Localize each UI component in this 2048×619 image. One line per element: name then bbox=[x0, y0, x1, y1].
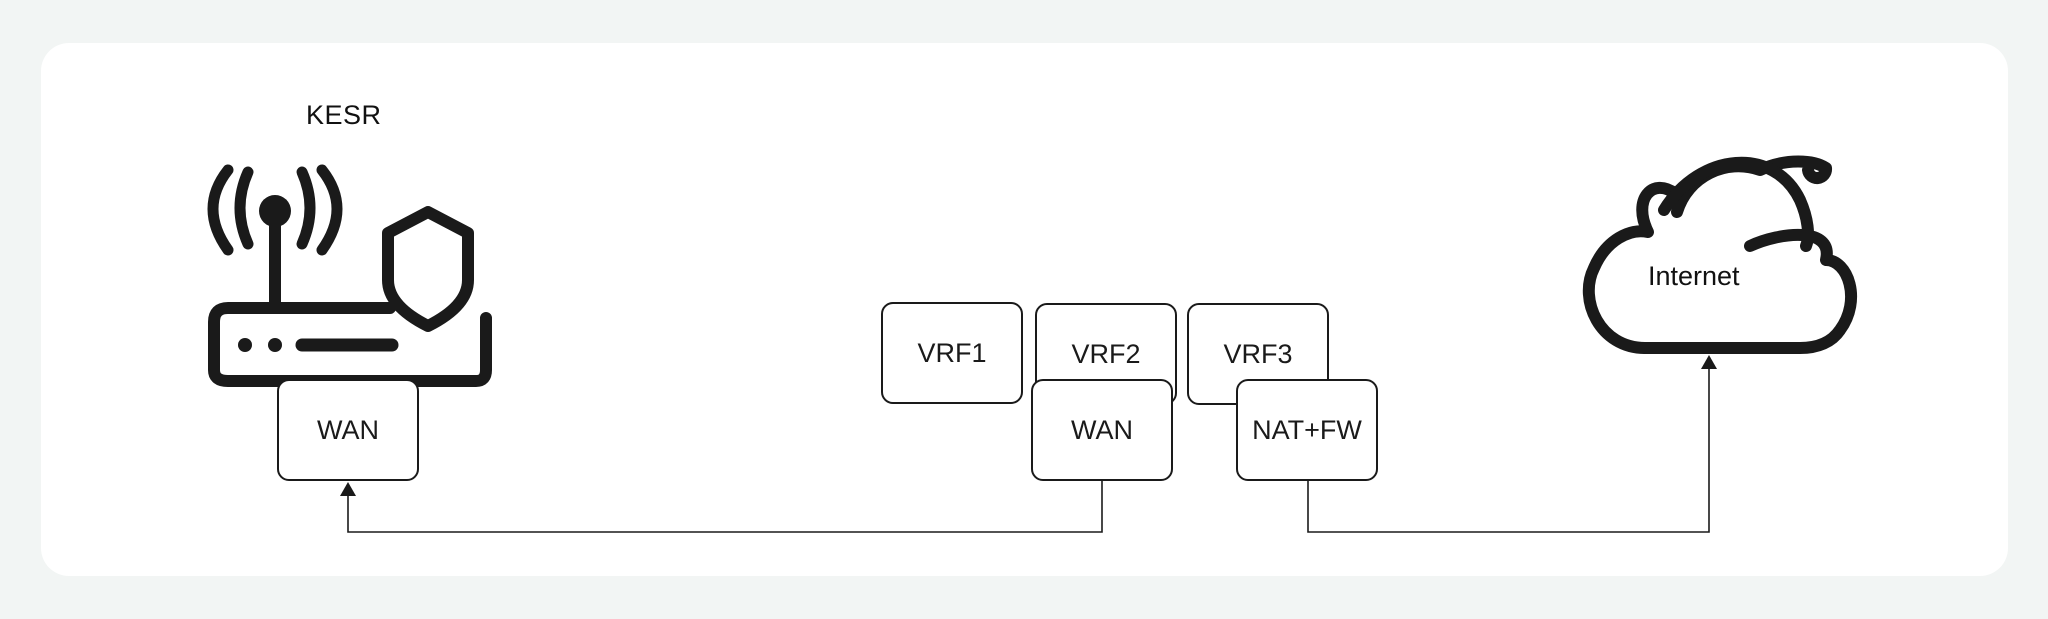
router-label: KESR bbox=[306, 100, 382, 130]
shield-icon bbox=[382, 206, 474, 332]
nat-fw-box: NAT+FW bbox=[1236, 379, 1378, 481]
connector-natfw-to-internet bbox=[1307, 366, 1710, 533]
connector-vrf-wan-to-router-wan bbox=[347, 481, 1103, 533]
vrf1-box: VRF1 bbox=[881, 302, 1023, 404]
vrf-wan-box: WAN bbox=[1031, 379, 1173, 481]
router-wan-box: WAN bbox=[277, 379, 419, 481]
connectors bbox=[347, 366, 1710, 533]
arrowhead-internet bbox=[1701, 355, 1717, 369]
internet-label: Internet bbox=[1648, 261, 1740, 291]
router-icon bbox=[207, 164, 492, 387]
arrowhead-router-wan bbox=[340, 482, 356, 496]
cloud-icon bbox=[1582, 155, 1858, 354]
